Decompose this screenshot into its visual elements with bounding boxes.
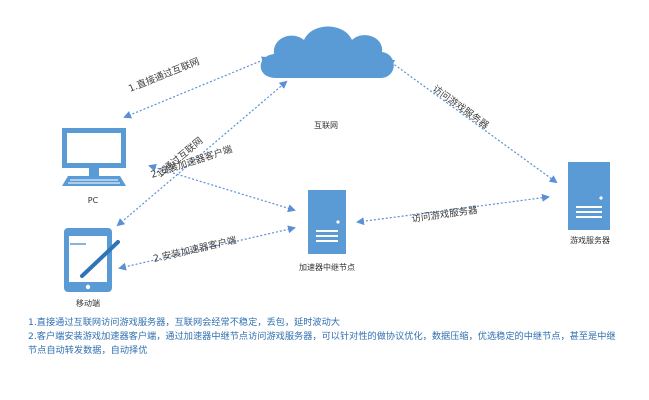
edge-label-mobile-relay: 2.安装加速器客户端 (152, 234, 238, 265)
edge-label-pc-internet: 1.直接通过互联网 (127, 55, 202, 94)
edge-label-internet-game: 访问游戏服务器 (430, 83, 491, 132)
cloud-icon (260, 26, 394, 78)
tablet-icon (64, 228, 120, 292)
edge-label-relay-game: 访问游戏服务器 (411, 204, 479, 225)
monitor-icon (62, 128, 126, 186)
explanation-notes: 1.直接通过互联网访问游戏服务器，互联网会经常不稳定，丢包，延时波动大 2.客户… (28, 316, 618, 358)
note-line-1: 1.直接通过互联网访问游戏服务器，互联网会经常不稳定，丢包，延时波动大 (28, 317, 340, 328)
mobile-label: 移动端 (76, 298, 100, 308)
arrow-mobile-internet (116, 80, 288, 227)
server-icon (568, 162, 610, 230)
internet-label: 互联网 (314, 121, 338, 130)
server-icon (308, 190, 346, 254)
pc-label: PC (88, 196, 99, 205)
arrow-internet-game (386, 58, 558, 184)
note-line-2: 2.客户端安装游戏加速器客户端，通过加速器中继节点访问游戏服务器，可以针对性的做… (28, 331, 616, 356)
game-server-label: 游戏服务器 (570, 235, 610, 245)
arrow-pc-relay (148, 163, 296, 213)
arrow-mobile-relay (118, 225, 296, 271)
relay-label: 加速器中继节点 (299, 262, 355, 272)
